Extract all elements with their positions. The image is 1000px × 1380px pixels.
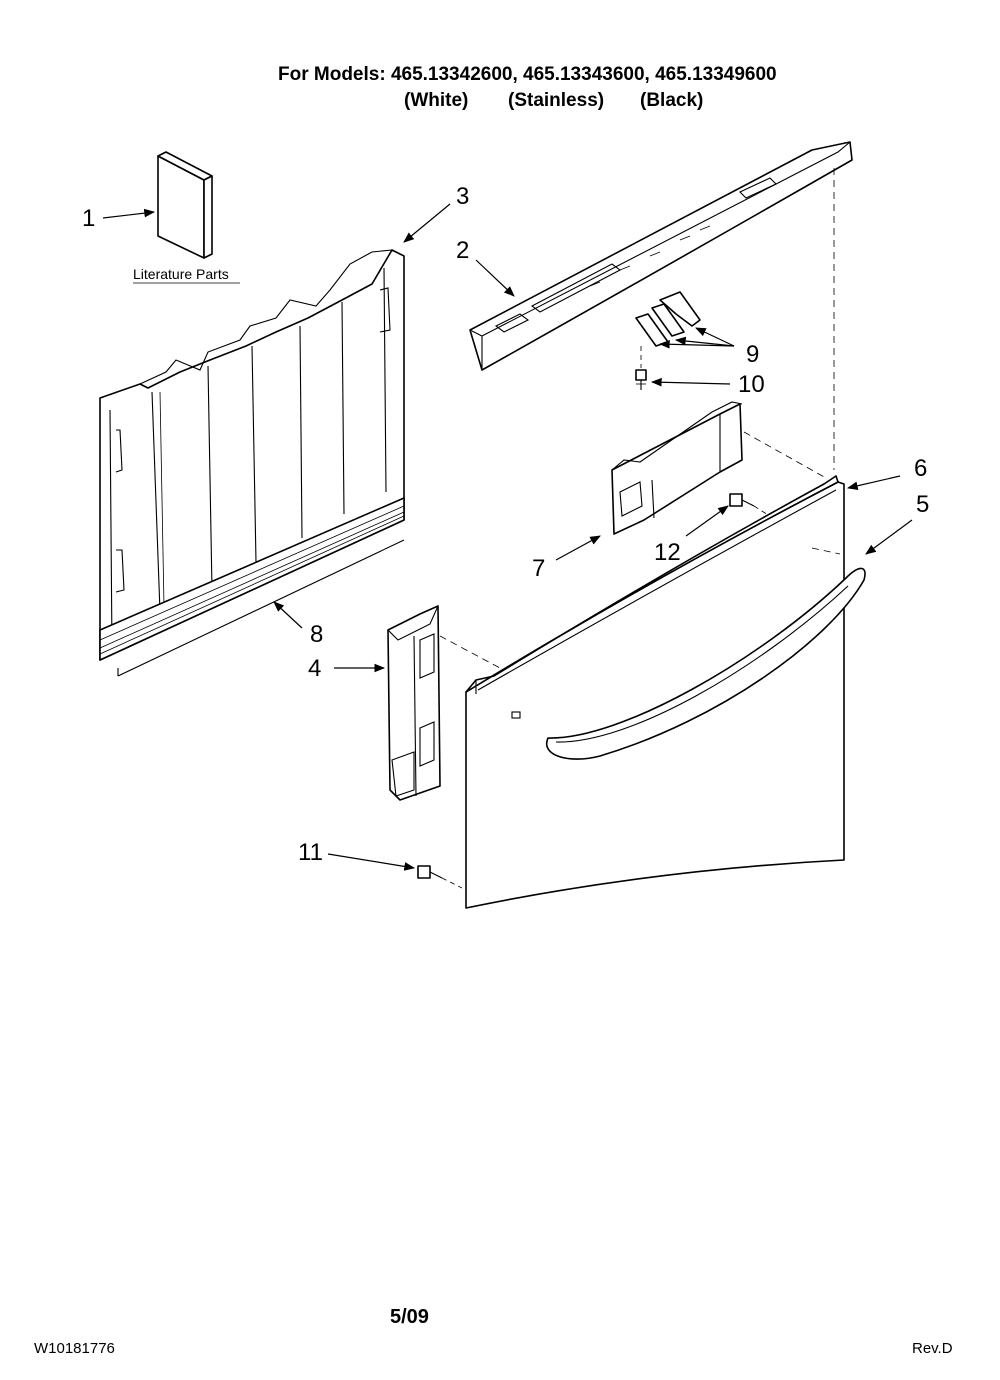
models-title: For Models: 465.13342600, 465.13343600, … bbox=[278, 64, 777, 85]
drawer-front-panel bbox=[465, 475, 845, 909]
callout-12: 12 bbox=[654, 539, 681, 566]
callout-9: 9 bbox=[746, 341, 759, 368]
mounting-clips bbox=[635, 291, 701, 347]
callout-6: 6 bbox=[914, 455, 927, 482]
callout-11: 11 bbox=[298, 839, 323, 866]
drawer-top-trim bbox=[469, 141, 853, 371]
side-bracket bbox=[387, 605, 441, 801]
rear-panel bbox=[99, 249, 405, 661]
drawer-handle bbox=[545, 567, 866, 760]
callout-5: 5 bbox=[916, 491, 929, 518]
callout-1: 1 bbox=[82, 205, 95, 232]
callout-7: 7 bbox=[532, 555, 545, 582]
callout-8: 8 bbox=[310, 621, 323, 648]
callout-3: 3 bbox=[456, 183, 469, 210]
callout-10: 10 bbox=[738, 371, 765, 398]
leader-arrows bbox=[102, 203, 913, 871]
literature-booklet bbox=[157, 151, 213, 259]
callout-2: 2 bbox=[456, 237, 469, 264]
variant-black: (Black) bbox=[640, 90, 704, 111]
revision-date: 5/09 bbox=[390, 1306, 429, 1328]
slide-bracket bbox=[611, 401, 743, 535]
literature-parts-label: Literature Parts bbox=[133, 266, 229, 282]
screw-10 bbox=[635, 346, 647, 390]
callout-4: 4 bbox=[308, 655, 321, 682]
drawer-front-hole bbox=[511, 711, 521, 719]
revision-code: Rev.D bbox=[912, 1340, 953, 1357]
alignment-lines bbox=[439, 168, 841, 669]
bottom-trim-strip bbox=[99, 497, 405, 677]
document-number: W10181776 bbox=[34, 1340, 115, 1357]
screw-11 bbox=[417, 865, 463, 889]
variant-white: (White) bbox=[404, 90, 469, 111]
variant-stainless: (Stainless) bbox=[508, 90, 605, 111]
